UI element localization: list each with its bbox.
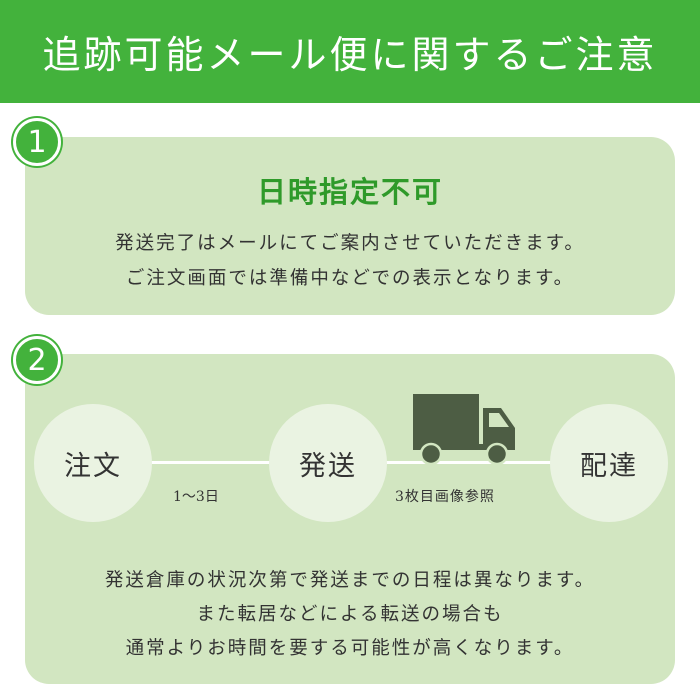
section-1-line-2: ご注文画面では準備中などでの表示となります。 [125, 268, 575, 289]
section-2-line-3: 通常よりお時間を要する可能性が高くなります。 [125, 638, 575, 659]
section-1-line-1: 発送完了はメールにてご案内させていただきます。 [115, 233, 585, 254]
section-2-number-badge: 2 [13, 336, 61, 384]
flow-step-ship: 発送 [269, 404, 387, 522]
header-banner: 追跡可能メール便に関するご注意 [0, 0, 700, 103]
section-1-title: 日時指定不可 [256, 175, 443, 209]
page-title: 追跡可能メール便に関するご注意 [42, 33, 658, 77]
section-2-line-2: また転居などによる転送の場合も [196, 604, 504, 625]
section-2-panel: 注文 発送 配達 1〜3日 3枚目画像参照 発送倉庫の状況次第で発送までの日程は… [25, 354, 675, 684]
flow-step-ship-label: 発送 [299, 450, 357, 482]
flow-label-see-image: 3枚目画像参照 [395, 489, 495, 505]
section-1-panel: 日時指定不可 発送完了はメールにてご案内させていただきます。 ご注文画面では準備… [25, 137, 675, 315]
truck-icon [413, 394, 515, 466]
section-2-line-1: 発送倉庫の状況次第で発送までの日程は異なります。 [104, 570, 596, 591]
flow-step-deliver: 配達 [550, 404, 668, 522]
section-1-number-badge: 1 [13, 118, 61, 166]
flow-label-days: 1〜3日 [173, 489, 219, 505]
flow-step-order-label: 注文 [64, 450, 122, 482]
flow-step-order: 注文 [34, 404, 152, 522]
flow-step-deliver-label: 配達 [580, 450, 638, 482]
